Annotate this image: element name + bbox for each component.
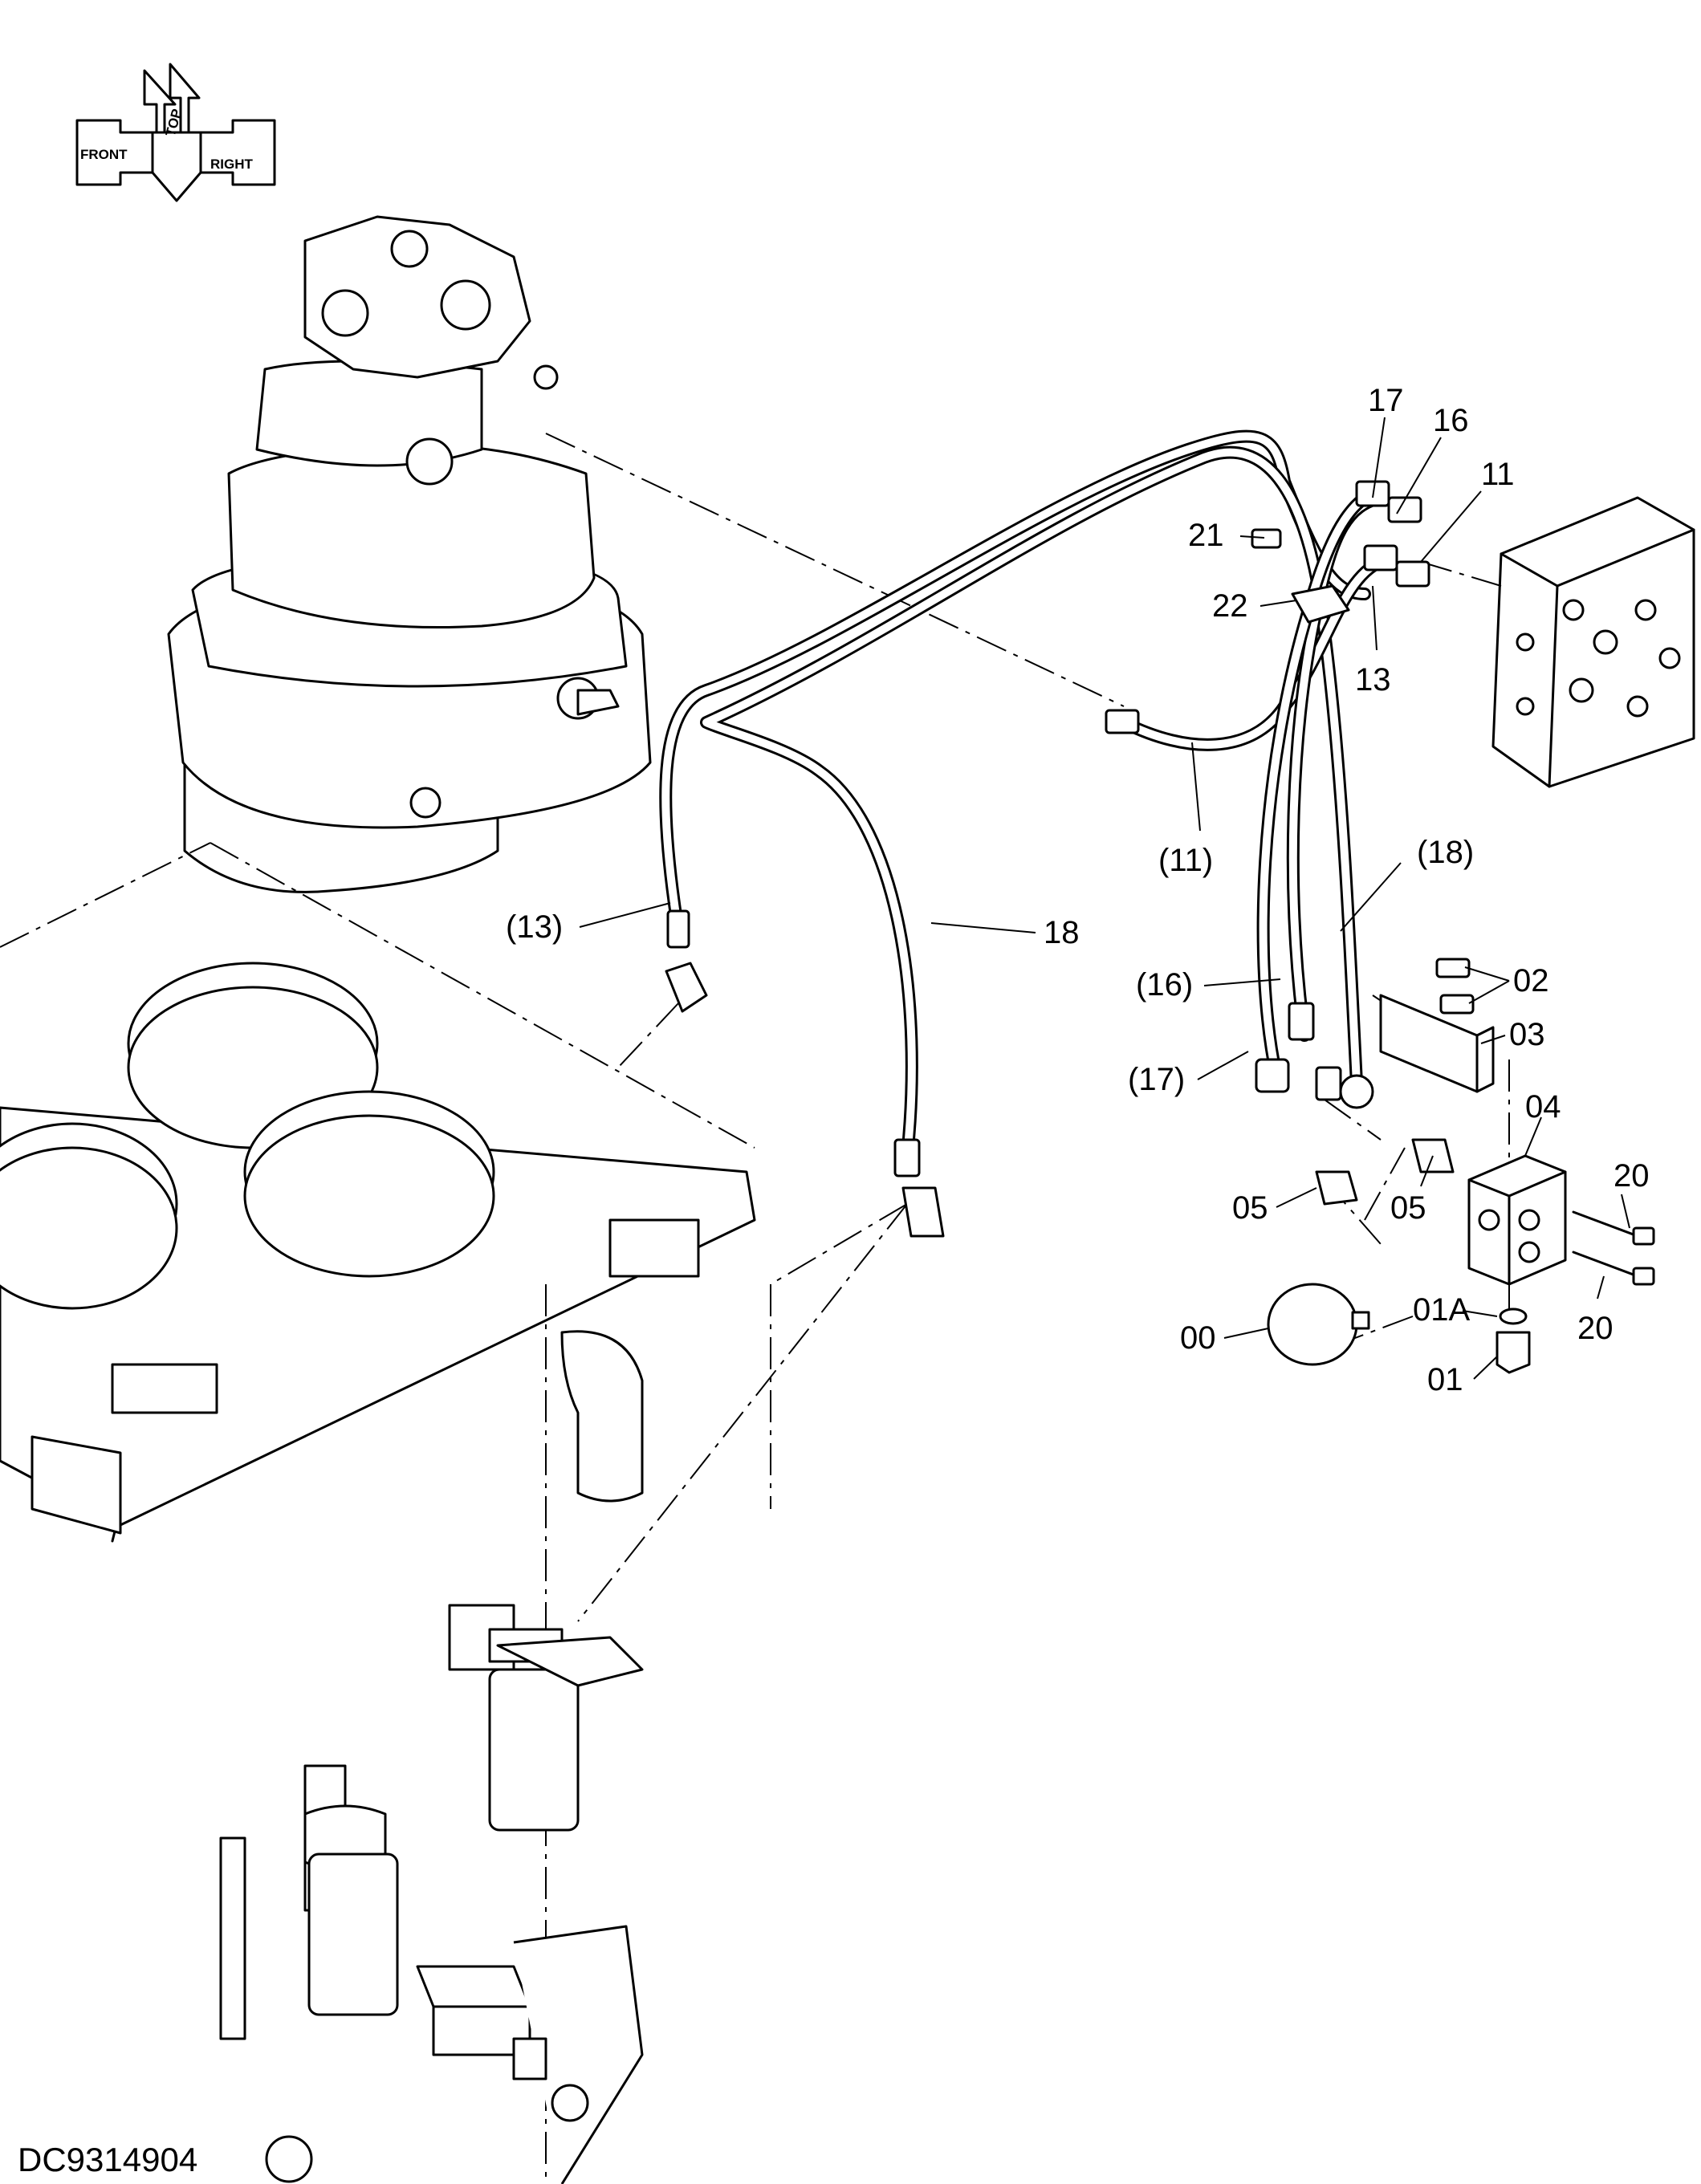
- callout-05-right: 05: [1390, 1190, 1426, 1226]
- swing-motor: [167, 215, 652, 893]
- callout-11-ref: (11): [1158, 843, 1213, 878]
- drawing-code: DC9314904: [18, 2141, 197, 2178]
- fittings: [665, 480, 1455, 1238]
- callout-21: 21: [1188, 518, 1224, 553]
- accumulator-assembly: [1267, 958, 1655, 1374]
- callout-16-ref: (16): [1136, 967, 1193, 1003]
- callout-03: 03: [1509, 1017, 1545, 1052]
- lower-assembly: [219, 1218, 771, 2184]
- callout-17-ref: (17): [1128, 1062, 1185, 1097]
- callout-01A: 01A: [1413, 1292, 1470, 1328]
- orientation-cube: FRONT TOP RIGHT: [75, 63, 276, 202]
- callout-04: 04: [1525, 1089, 1561, 1125]
- orientation-front: FRONT: [80, 147, 128, 162]
- callout-16: 16: [1433, 403, 1469, 438]
- callout-13-ref: (13): [506, 909, 563, 945]
- callout-labels: 17 16 11 21 22 13 (11) (18) (13) 18 02 (…: [506, 383, 1650, 1397]
- callout-22: 22: [1212, 588, 1248, 624]
- control-valve: [1420, 496, 1695, 788]
- callout-13: 13: [1355, 662, 1391, 697]
- hoses: [659, 429, 1387, 1162]
- callout-05-left: 05: [1232, 1190, 1268, 1226]
- callout-18-ref: (18): [1417, 835, 1474, 870]
- callout-18: 18: [1044, 915, 1080, 950]
- callout-20-bottom: 20: [1577, 1311, 1614, 1346]
- leader-lines: [579, 417, 1630, 1380]
- callout-02: 02: [1513, 963, 1549, 998]
- orientation-right: RIGHT: [210, 157, 254, 172]
- leader-dash-lines: [545, 433, 1510, 1622]
- callout-01: 01: [1427, 1362, 1463, 1397]
- frame-plate: [0, 842, 756, 1543]
- callout-11: 11: [1481, 457, 1515, 492]
- callout-00: 00: [1180, 1320, 1216, 1356]
- callout-17: 17: [1368, 383, 1404, 418]
- callout-20-top: 20: [1614, 1158, 1650, 1194]
